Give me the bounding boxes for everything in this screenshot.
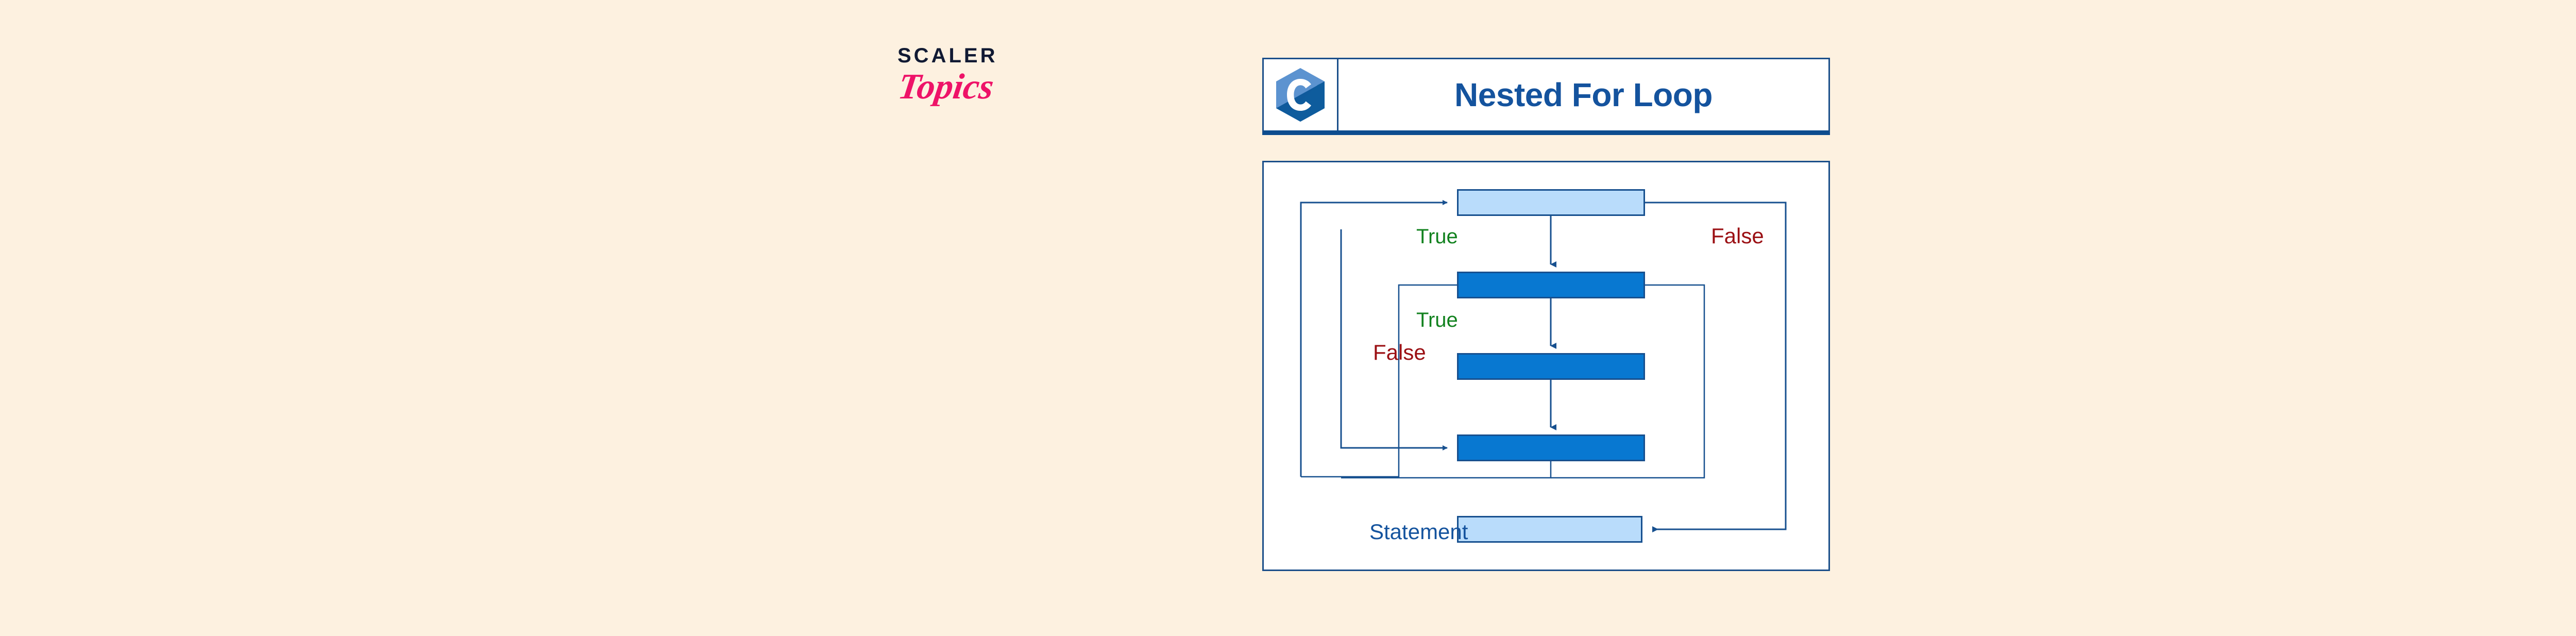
inner-loop-true-label: True <box>1416 309 1458 331</box>
outer-loop-condition-box[interactable] <box>1457 189 1645 216</box>
scaler-topics-script: Topics <box>895 67 996 107</box>
scaler-topics-logo: SCALER Topics <box>895 44 1031 133</box>
inner-loop-false-label: False <box>1373 340 1426 364</box>
header-card: Nested For Loop <box>1262 58 1830 135</box>
flowchart-connectors <box>1300 200 1787 532</box>
outer-loop-false-label: False <box>1711 224 1764 248</box>
outer-loop-true-label: True <box>1416 225 1458 248</box>
page-title: Nested For Loop <box>1454 76 1713 113</box>
c-logo-cell <box>1264 59 1338 130</box>
c-language-hexagon-logo-icon <box>1276 68 1325 122</box>
inner-loop-condition-box[interactable] <box>1457 272 1645 298</box>
header-title-cell: Nested For Loop <box>1338 59 1828 130</box>
statement-box[interactable] <box>1457 516 1642 543</box>
inner-loop-increment-box[interactable] <box>1457 434 1645 461</box>
statement-label: Statement <box>1369 520 1468 544</box>
scaler-wordmark: SCALER <box>897 44 998 67</box>
inner-loop-body-box[interactable] <box>1457 353 1645 380</box>
nested-for-loop-flowchart: True False True False Statement <box>1262 161 1830 571</box>
